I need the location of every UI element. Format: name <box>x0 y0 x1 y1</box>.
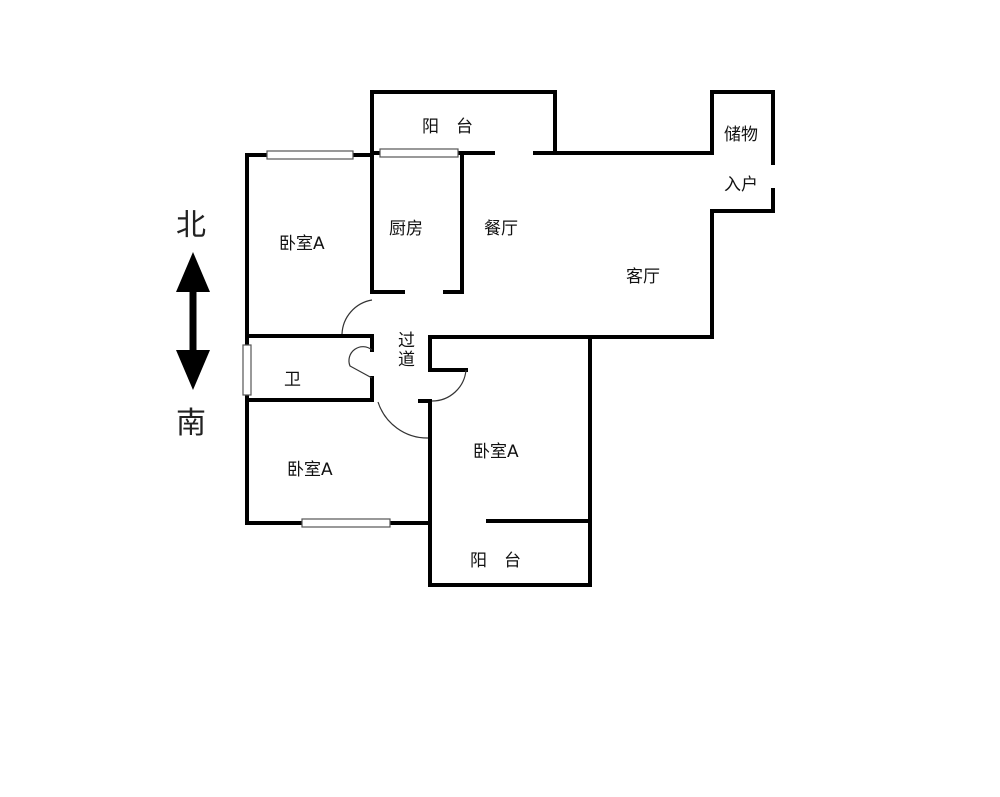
room-storage: 储物 <box>724 125 758 145</box>
room-balcony-top: 阳 台 <box>422 117 473 137</box>
room-balcony-bottom: 阳 台 <box>470 551 521 571</box>
walls <box>245 90 775 587</box>
south-label: 南 <box>176 406 206 441</box>
room-bedroom-nw: 卧室A <box>279 234 325 254</box>
room-entrance: 入户 <box>724 175 758 195</box>
room-bathroom: 卫 <box>284 370 301 390</box>
room-corridor: 过道 <box>398 331 415 370</box>
room-living: 客厅 <box>626 267 660 287</box>
door-arcs <box>341 299 467 439</box>
windows <box>242 148 459 528</box>
compass-arrow <box>176 252 210 390</box>
room-bedroom-s: 卧室A <box>473 442 519 462</box>
north-label: 北 <box>176 208 206 243</box>
room-bedroom-sw: 卧室A <box>287 460 333 480</box>
room-dining: 餐厅 <box>484 219 518 239</box>
room-kitchen: 厨房 <box>389 219 423 239</box>
